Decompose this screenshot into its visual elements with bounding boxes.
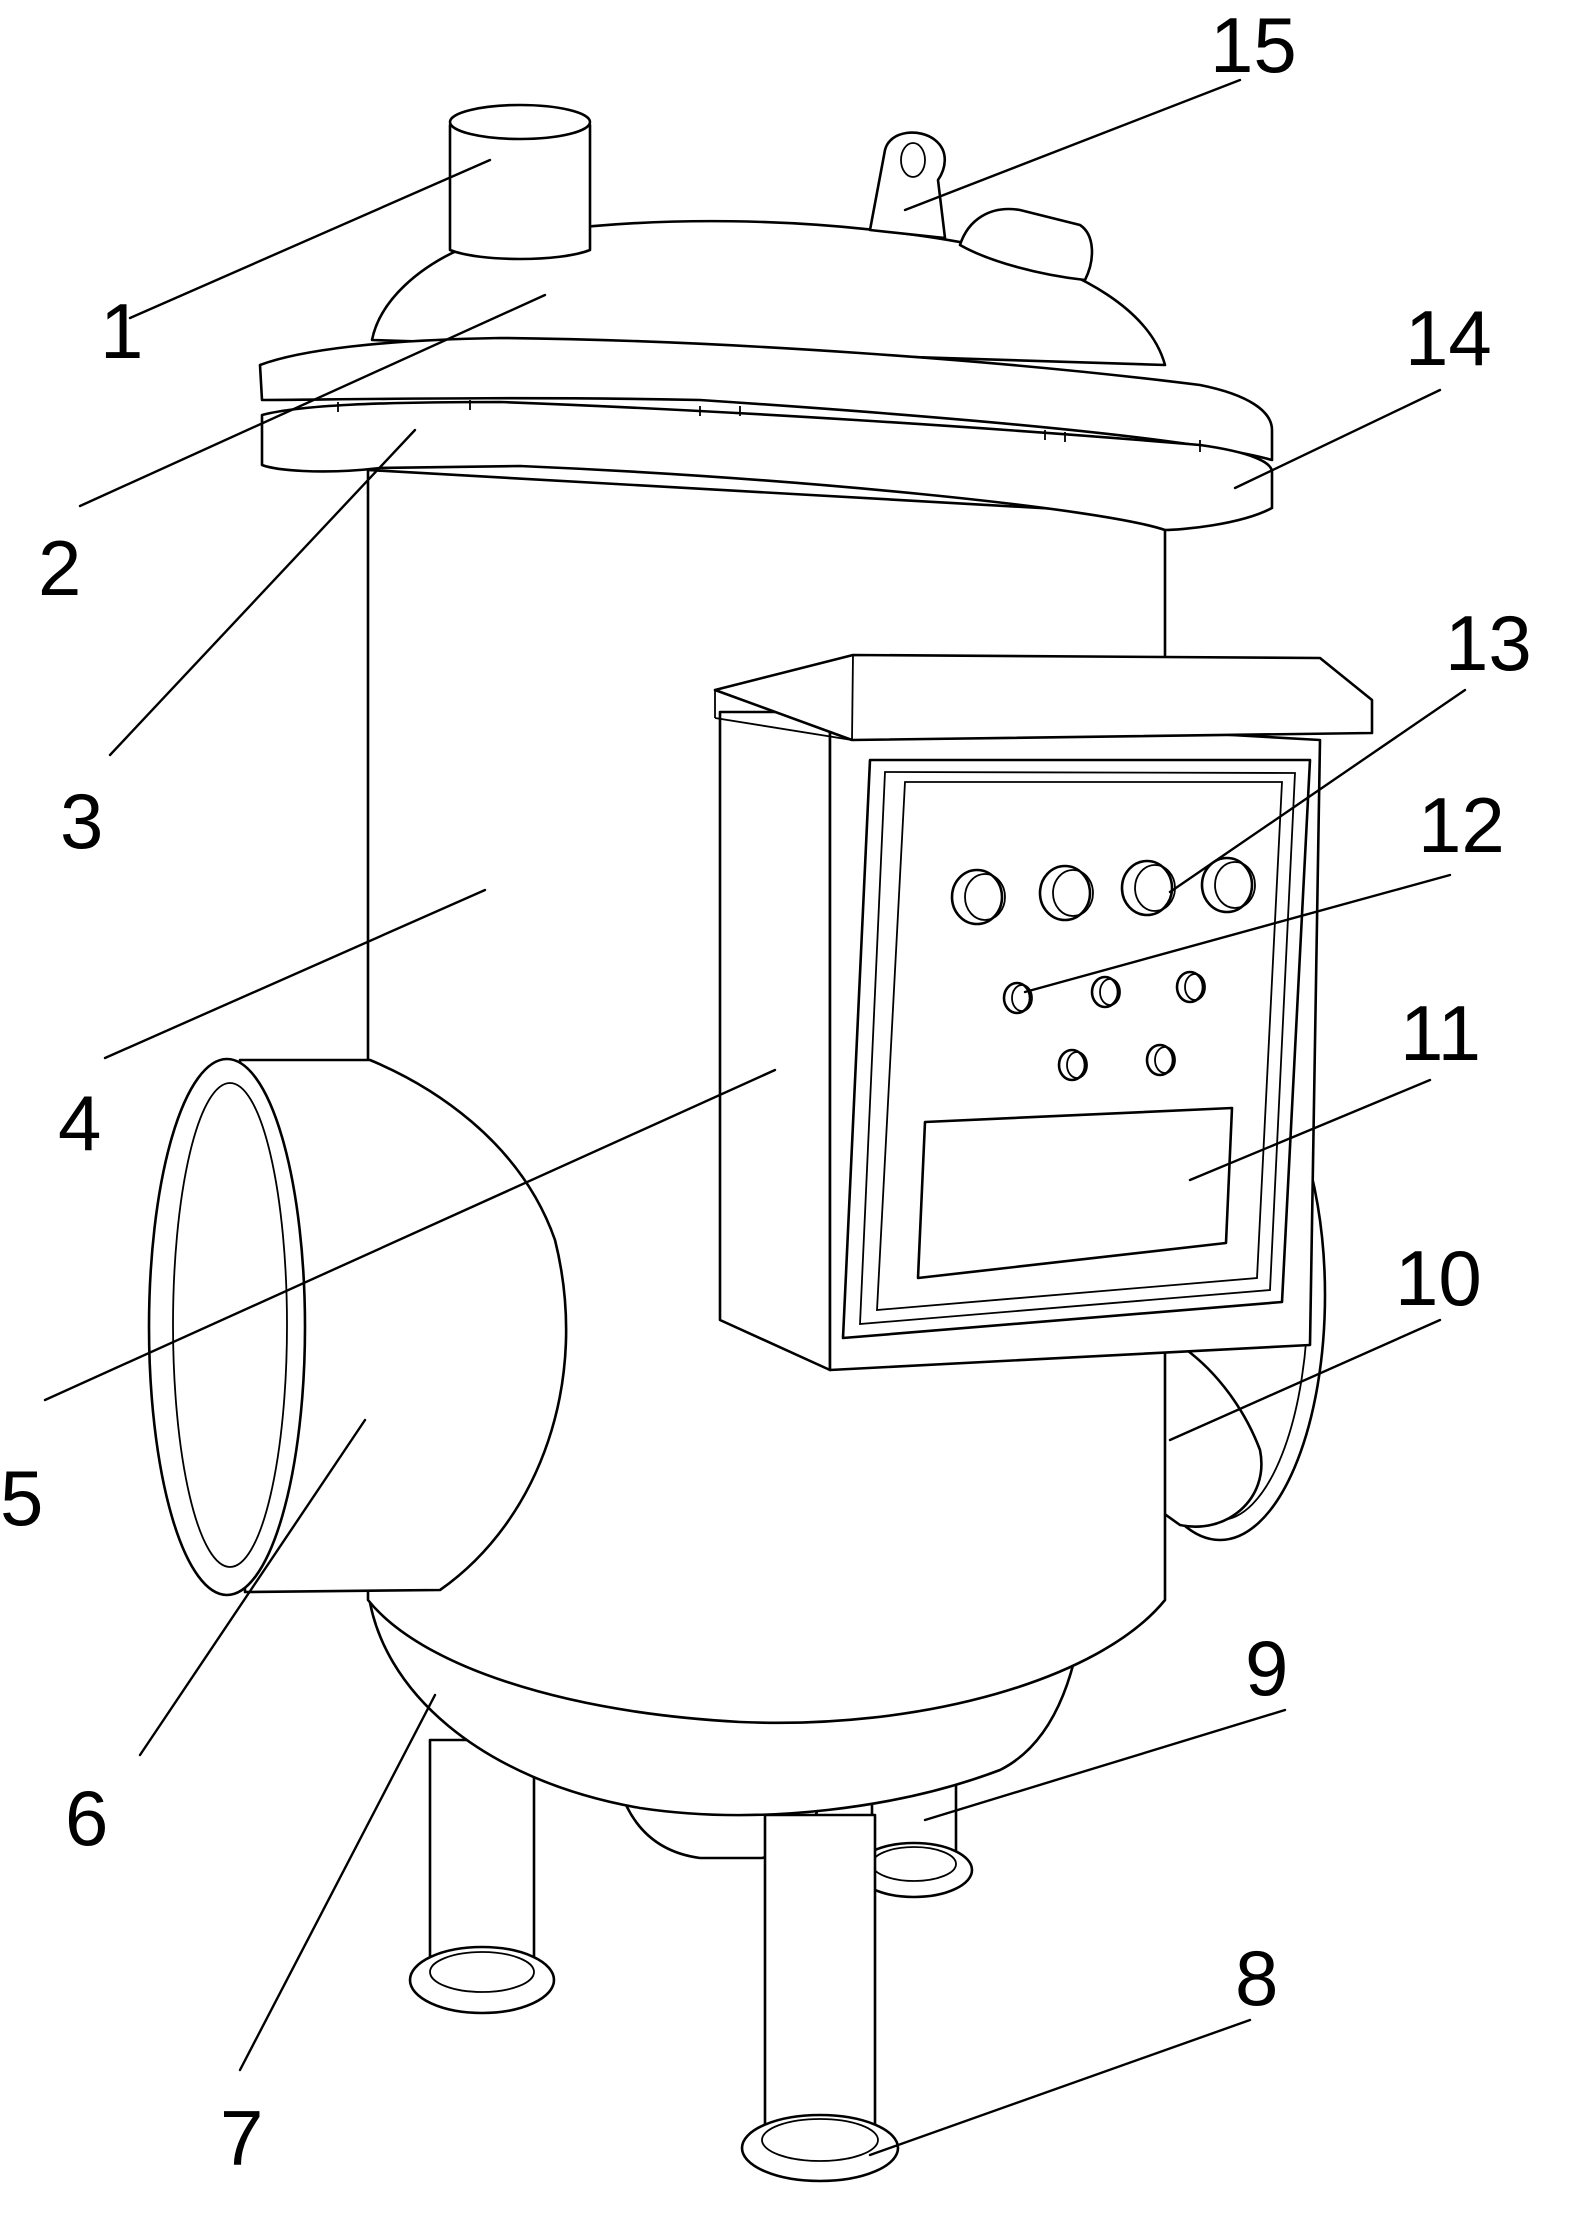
support-leg-front — [740, 1813, 900, 2183]
leader-7 — [238, 1693, 437, 2072]
leader-2 — [78, 293, 547, 508]
flange-bolts — [337, 400, 1201, 452]
label-10: 10 — [1395, 1234, 1482, 1322]
label-4: 4 — [58, 1079, 101, 1167]
label-15: 15 — [1210, 1, 1297, 89]
control-button-3 — [1175, 970, 1206, 1004]
upper-flange — [258, 336, 1274, 462]
leader-9 — [923, 1708, 1287, 1822]
label-12: 12 — [1418, 781, 1505, 869]
leader-3 — [108, 428, 417, 757]
control-button-1 — [1002, 981, 1033, 1015]
label-13: 13 — [1445, 599, 1532, 687]
label-8: 8 — [1235, 1934, 1278, 2022]
leader-1 — [128, 158, 492, 320]
control-knob-4 — [1200, 856, 1256, 914]
drive-motor — [958, 207, 1094, 282]
top-exhaust-pipe — [448, 103, 592, 261]
control-knob-1 — [950, 868, 1006, 926]
label-11: 11 — [1400, 989, 1481, 1077]
label-6: 6 — [65, 1774, 108, 1862]
label-1: 1 — [100, 287, 143, 375]
leader-11 — [1188, 1078, 1432, 1182]
support-leg-back-left — [408, 1738, 556, 2015]
leader-8 — [868, 2018, 1252, 2157]
label-7: 7 — [220, 2094, 263, 2182]
label-5: 5 — [0, 1454, 43, 1542]
label-14: 14 — [1405, 294, 1492, 382]
label-2: 2 — [38, 524, 81, 612]
control-knob-3 — [1120, 859, 1176, 917]
lower-flange — [260, 400, 1274, 532]
label-9: 9 — [1245, 1624, 1288, 1712]
leader-6 — [138, 1418, 367, 1757]
leader-14 — [1233, 388, 1442, 490]
upper-head — [370, 219, 1167, 367]
leader-lines — [43, 78, 1467, 2157]
leader-15 — [903, 78, 1242, 212]
label-3: 3 — [60, 777, 103, 865]
display-screen — [916, 1106, 1234, 1280]
leader-10 — [1168, 1318, 1442, 1442]
control-button-4 — [1057, 1048, 1088, 1082]
callout-labels: 1 2 3 4 5 6 7 8 9 10 11 12 13 14 15 — [0, 1, 1532, 2182]
control-knob-2 — [1038, 864, 1094, 922]
control-button-5 — [1145, 1043, 1176, 1077]
leader-5 — [43, 1068, 777, 1402]
control-button-2 — [1090, 975, 1121, 1009]
water-inlet-pipe — [147, 1057, 568, 1597]
lifting-lug — [868, 131, 947, 240]
leader-12 — [1023, 873, 1452, 994]
leader-4 — [103, 888, 487, 1060]
leader-13 — [1168, 688, 1467, 894]
